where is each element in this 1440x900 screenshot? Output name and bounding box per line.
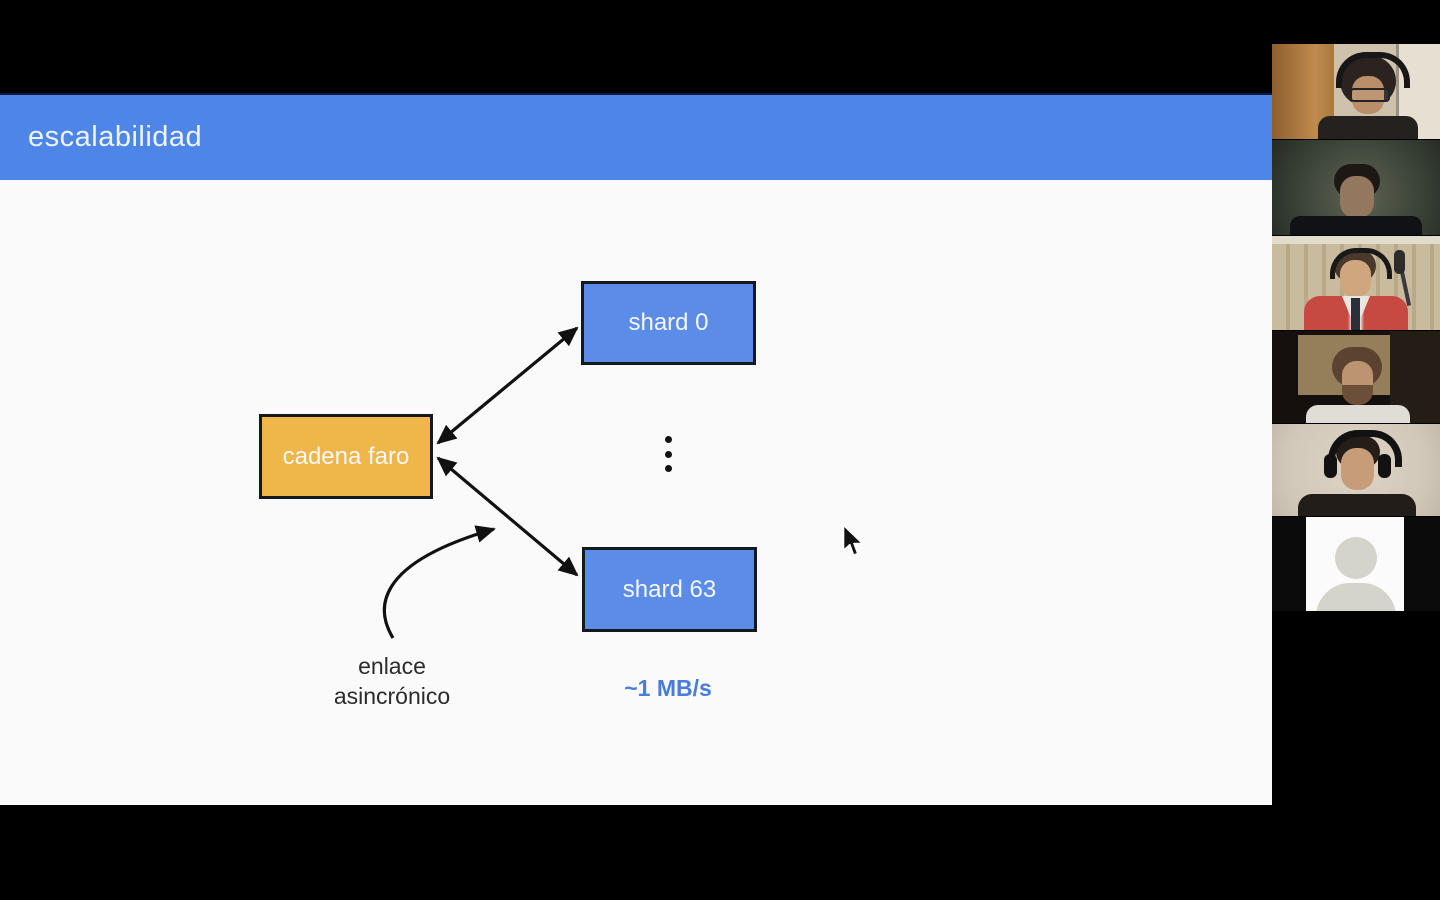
diagram-node-shard-63: shard 63 bbox=[582, 547, 757, 632]
headphones bbox=[1336, 52, 1410, 88]
headset bbox=[1330, 248, 1392, 279]
vertical-ellipsis-icon bbox=[662, 436, 674, 472]
slide-canvas: shard 0 cadena faro shard 63 enlace asin… bbox=[0, 180, 1272, 805]
participant-video-1[interactable] bbox=[1272, 44, 1440, 140]
participant-video-6[interactable] bbox=[1272, 517, 1440, 612]
node-label: shard 0 bbox=[628, 309, 709, 336]
participant-video-4[interactable] bbox=[1272, 331, 1440, 424]
diagram-node-shard-0: shard 0 bbox=[581, 281, 756, 365]
slide-title-bar: escalabilidad bbox=[0, 93, 1272, 180]
async-link-label: enlace asincrónico bbox=[333, 653, 451, 709]
slide-title: escalabilidad bbox=[28, 121, 203, 153]
glasses bbox=[1350, 88, 1390, 102]
diagram-node-cadena-faro: cadena faro bbox=[259, 414, 433, 499]
participant-video-3[interactable] bbox=[1272, 236, 1440, 331]
mouse-cursor bbox=[842, 524, 864, 557]
participant-video-2[interactable] bbox=[1272, 140, 1440, 236]
node-label: cadena faro bbox=[282, 442, 410, 470]
node-label: shard 63 bbox=[622, 575, 717, 603]
diagram-arrows bbox=[382, 326, 579, 639]
bandwidth-label: ~1 MB/s bbox=[624, 675, 712, 701]
avatar-icon bbox=[1335, 537, 1377, 579]
microphone bbox=[1394, 250, 1405, 274]
participant-video-strip bbox=[1272, 0, 1440, 900]
participant-video-5[interactable] bbox=[1272, 424, 1440, 517]
